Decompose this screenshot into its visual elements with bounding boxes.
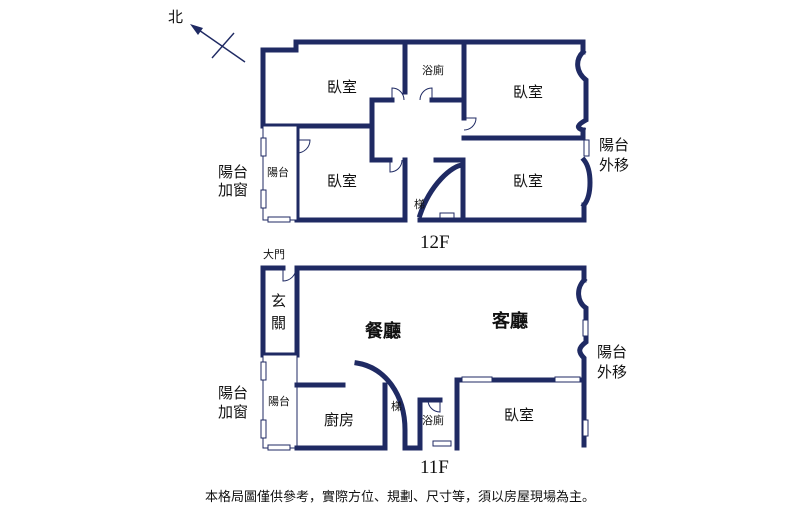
room-bedroom-sw: 臥室 bbox=[327, 172, 357, 190]
compass-arrow bbox=[195, 27, 246, 63]
wall-11f-bedroom bbox=[454, 377, 587, 451]
window-11f-east-b bbox=[582, 419, 589, 437]
door-12f-bath-b bbox=[419, 87, 433, 101]
room-bath-11f: 浴廁 bbox=[422, 413, 444, 427]
floor-label-11f: 11F bbox=[420, 457, 449, 478]
window-12f-east bbox=[583, 139, 590, 157]
window-12f-stair bbox=[439, 212, 455, 219]
balcony-12f-frame bbox=[262, 125, 298, 221]
window-11f-east bbox=[582, 319, 589, 337]
window-12f-b bbox=[260, 189, 267, 209]
label-12f-balcony-window-1: 陽台 bbox=[218, 163, 248, 181]
door-12f-bed-sw bbox=[296, 139, 311, 154]
stair-11f-curve bbox=[354, 360, 408, 451]
room-foyer-1: 玄 bbox=[271, 292, 286, 310]
wall-12f-east-bay-se bbox=[580, 156, 593, 209]
floor-12f-plan: 臥室 浴廁 臥室 陽台 臥室 梯 臥室 陽台 加窗 陽台 外移 12F bbox=[218, 39, 629, 253]
window-12f-c bbox=[267, 216, 291, 223]
label-main-door: 大門 bbox=[263, 247, 285, 261]
room-living: 客廳 bbox=[492, 310, 528, 332]
wall-11f-top bbox=[294, 265, 587, 283]
room-stairs-11f: 梯 bbox=[391, 400, 402, 413]
door-12f-hall bbox=[389, 159, 403, 173]
window-11f-bath bbox=[432, 440, 452, 447]
compass-cross bbox=[211, 32, 235, 59]
room-bedroom-nw: 臥室 bbox=[327, 78, 357, 96]
door-12f-bath-a bbox=[391, 87, 405, 101]
floor-label-12f: 12F bbox=[420, 232, 450, 253]
room-bedroom-ne: 臥室 bbox=[513, 83, 543, 101]
window-11f-c bbox=[267, 444, 291, 451]
window-11f-bedroom-a bbox=[461, 376, 493, 383]
window-11f-bedroom-b bbox=[554, 376, 581, 383]
room-kitchen: 廚房 bbox=[324, 411, 354, 429]
north-arrow-icon bbox=[190, 24, 203, 35]
room-foyer-2: 關 bbox=[271, 314, 286, 332]
label-12f-balcony-moved-1: 陽台 bbox=[599, 136, 629, 154]
north-label: 北 bbox=[168, 8, 183, 26]
label-12f-balcony-window-2: 加窗 bbox=[218, 181, 248, 199]
window-12f-a bbox=[260, 137, 267, 157]
wall-11f-east-bay bbox=[576, 276, 589, 383]
label-11f-balcony-moved-1: 陽台 bbox=[597, 343, 627, 361]
door-11f-bath bbox=[427, 399, 441, 413]
room-stairs-12f: 梯 bbox=[414, 198, 425, 211]
room-bath-12f: 浴廁 bbox=[422, 63, 444, 77]
door-11f-main bbox=[282, 267, 297, 282]
door-12f-bed-ne bbox=[463, 117, 477, 131]
wall-12f-bed-nw-south bbox=[260, 97, 375, 129]
window-11f-a bbox=[260, 361, 267, 381]
wall-12f-east-bay-ne bbox=[575, 48, 589, 134]
room-balcony-11f: 陽台 bbox=[268, 394, 290, 408]
wall-11f-foyer bbox=[260, 265, 300, 358]
room-dining: 餐廳 bbox=[364, 320, 401, 342]
room-bedroom-se: 臥室 bbox=[513, 172, 543, 190]
window-11f-b bbox=[260, 419, 267, 439]
wall-12f-top bbox=[260, 39, 586, 55]
wall-12f-bed-ne-south bbox=[461, 127, 586, 141]
room-balcony-12f: 陽台 bbox=[267, 165, 289, 179]
label-12f-balcony-moved-2: 外移 bbox=[599, 156, 629, 174]
label-11f-balcony-moved-2: 外移 bbox=[597, 363, 627, 381]
label-11f-balcony-window-2: 加窗 bbox=[218, 403, 248, 421]
stair-12f-curve bbox=[416, 162, 466, 219]
wall-12f-hall-west bbox=[369, 123, 393, 163]
room-bedroom-11f: 臥室 bbox=[504, 406, 534, 424]
compass: 北 bbox=[168, 8, 246, 63]
wall-11f-kitchen bbox=[294, 382, 388, 451]
wall-12f-bed-sw-east bbox=[294, 157, 408, 223]
floor-11f-plan: 大門 玄 關 餐廳 客廳 陽台 廚房 梯 浴廁 臥室 陽台 加窗 陽台 外移 1… bbox=[218, 247, 627, 478]
label-11f-balcony-window-1: 陽台 bbox=[218, 384, 248, 402]
wall-12f-bed-se bbox=[460, 157, 587, 223]
disclaimer-note: 本格局圖僅供參考，實際方位、規劃、尺寸等，須以房屋現場為主。 bbox=[204, 490, 595, 505]
